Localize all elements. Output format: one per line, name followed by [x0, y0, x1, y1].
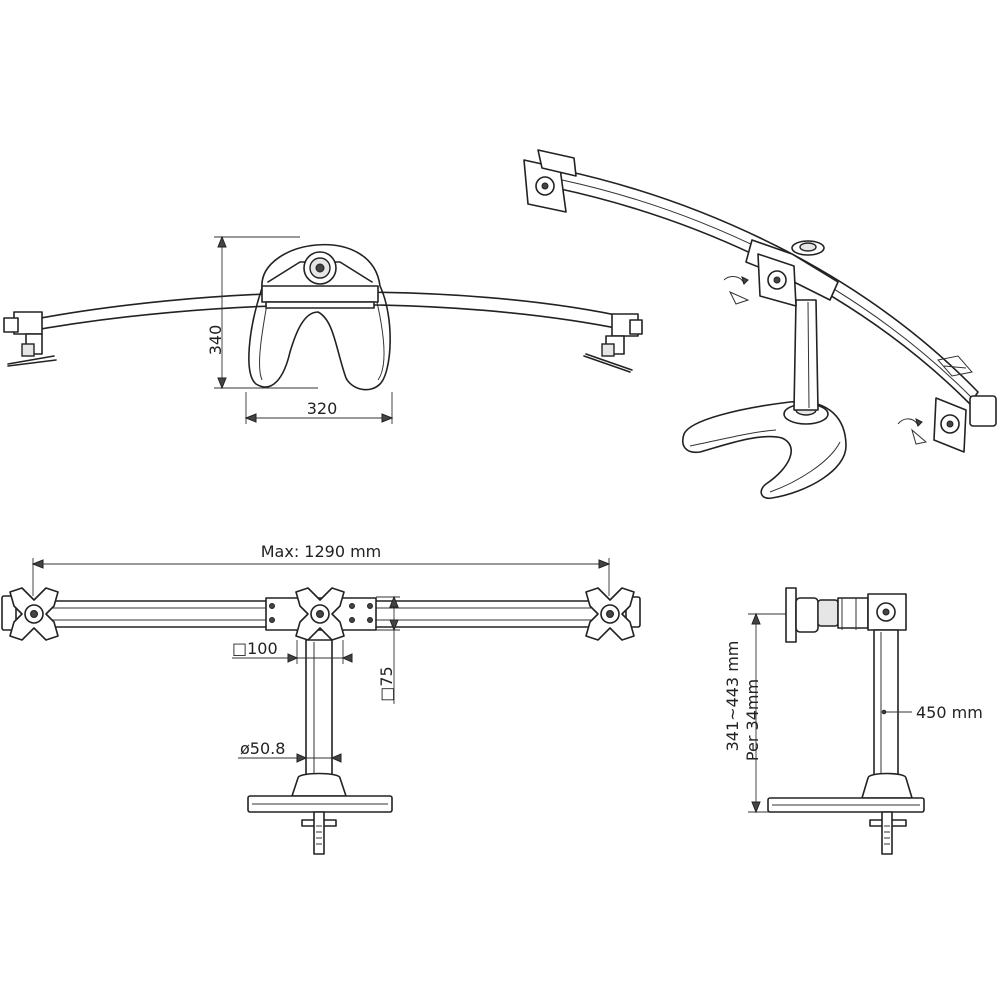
front-span-dimension: Max: 1290 mm: [31, 542, 611, 596]
iso-right-vesa: [933, 395, 997, 453]
side-pole-dimension: 450 mm: [881, 703, 983, 722]
front-view: Max: 1290 mm: [1, 542, 641, 855]
front-pole: [305, 639, 333, 779]
front-center-vesa: [295, 587, 345, 641]
top-width-label: 320: [307, 399, 338, 418]
side-height-dimension: 341~443 mm Per 34mm: [723, 612, 790, 814]
front-vesa-h-label: □100: [232, 639, 278, 658]
tilt-arrow-icon: [937, 355, 973, 377]
side-height-label-2: Per 34mm: [743, 679, 762, 761]
swivel-arrow-icon: [897, 418, 928, 445]
top-depth-label: 340: [206, 325, 225, 356]
top-view-clamp: [261, 285, 379, 303]
iso-center-vesa: [757, 253, 797, 307]
iso-left-vesa: [523, 149, 577, 213]
top-depth-dimension: 340: [206, 235, 318, 390]
top-view-base: [248, 243, 391, 391]
side-view: 341~443 mm Per 34mm 450 mm: [723, 587, 983, 855]
iso-pole: [793, 299, 819, 411]
rotation-arrow-icon: [723, 276, 750, 305]
front-vesa-h-dimension: □100: [232, 639, 353, 664]
side-mount-head: [785, 587, 907, 643]
front-right-vesa: [585, 587, 635, 641]
front-pole-dimension: ø50.8: [238, 739, 342, 763]
front-left-vesa: [9, 587, 59, 641]
side-height-label-1: 341~443 mm: [723, 641, 742, 752]
front-vesa-v-label: □75: [377, 666, 396, 701]
side-base: [861, 772, 913, 799]
side-pole-label: 450 mm: [916, 703, 983, 722]
front-vesa-v-dimension: □75: [376, 595, 400, 704]
top-view-right-head: [583, 313, 643, 373]
top-view-left-head: [3, 311, 57, 367]
top-width-dimension: 320: [244, 392, 394, 424]
side-pole: [873, 629, 899, 779]
isometric-view: [523, 149, 997, 500]
front-span-label: Max: 1290 mm: [261, 542, 382, 561]
front-pole-label: ø50.8: [240, 739, 285, 758]
top-view: 340 320: [3, 235, 643, 424]
iso-base: [682, 400, 847, 500]
front-base: [291, 772, 347, 797]
